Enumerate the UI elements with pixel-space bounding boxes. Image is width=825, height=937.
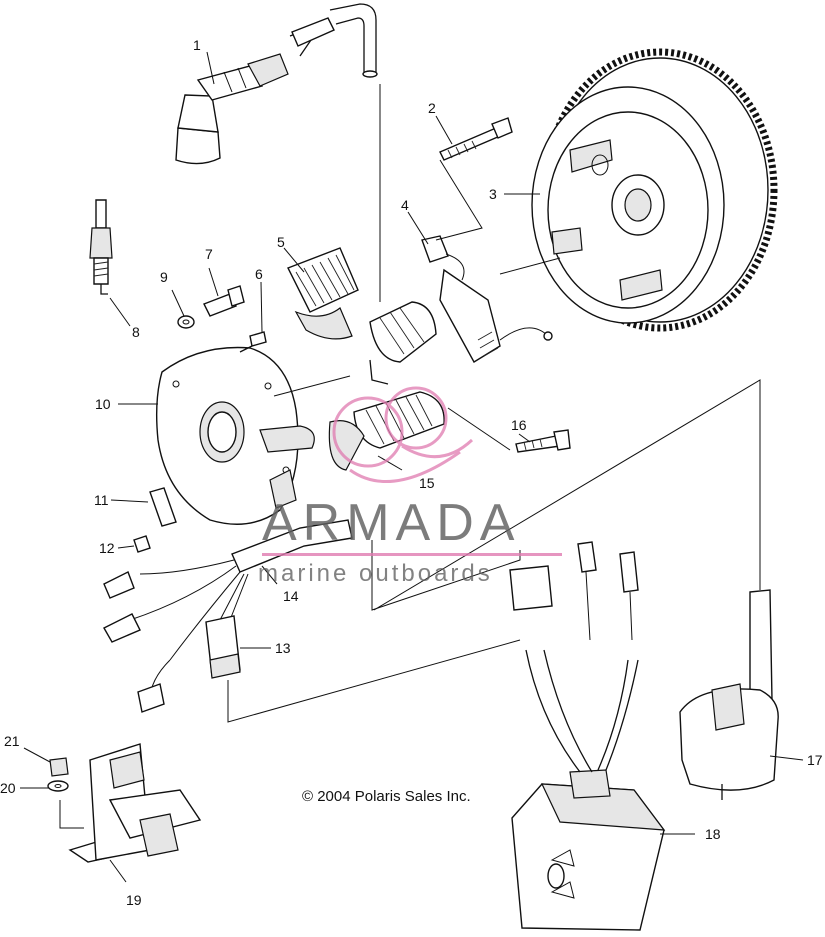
copyright-notice: © 2004 Polaris Sales Inc. (302, 788, 471, 805)
callout-10: 10 (95, 396, 111, 412)
callout-9: 9 (160, 269, 168, 285)
callout-11: 11 (94, 492, 109, 508)
callout-1: 1 (193, 37, 201, 53)
callout-14: 14 (283, 588, 299, 604)
pulser-coil (421, 235, 553, 363)
callout-5: 5 (277, 234, 285, 250)
washer-20 (47, 780, 69, 792)
callout-6: 6 (255, 266, 263, 282)
callout-17: 17 (807, 752, 823, 768)
flywheel (531, 48, 778, 332)
screw-6 (239, 331, 267, 353)
callout-16: 16 (511, 417, 527, 433)
cdi-box (509, 541, 666, 931)
solenoid-19 (68, 743, 202, 863)
callout-13: 13 (275, 640, 291, 656)
screw-7 (203, 285, 245, 317)
bolt-16 (515, 429, 571, 453)
callout-20: 20 (0, 780, 16, 796)
watermark-subtitle: marine outboards (258, 560, 493, 587)
callout-19: 19 (126, 892, 142, 908)
callout-18: 18 (705, 826, 721, 842)
connector-13 (205, 615, 241, 679)
callout-21: 21 (4, 733, 20, 749)
spark-plug (89, 199, 113, 295)
callout-8: 8 (132, 324, 140, 340)
watermark-underline (262, 553, 562, 556)
nut-21 (49, 757, 69, 777)
high-tension-lead (289, 3, 378, 78)
watermark-title: ARMADA (262, 494, 521, 552)
stator-plate (155, 346, 315, 525)
bolt-2 (439, 117, 513, 161)
callout-7: 7 (205, 246, 213, 262)
screw-12 (133, 535, 151, 553)
callout-12: 12 (99, 540, 115, 556)
bracket-11 (149, 487, 177, 527)
spark-plug-cap (175, 53, 289, 165)
callout-3: 3 (489, 186, 497, 202)
callout-15: 15 (419, 475, 435, 491)
callout-4: 4 (401, 197, 409, 213)
ignition-coil (679, 589, 779, 800)
callout-2: 2 (428, 100, 436, 116)
washer-9 (177, 315, 195, 329)
charge-coil (287, 247, 437, 363)
leader-lines (20, 51, 804, 883)
wire-harness (103, 519, 353, 713)
